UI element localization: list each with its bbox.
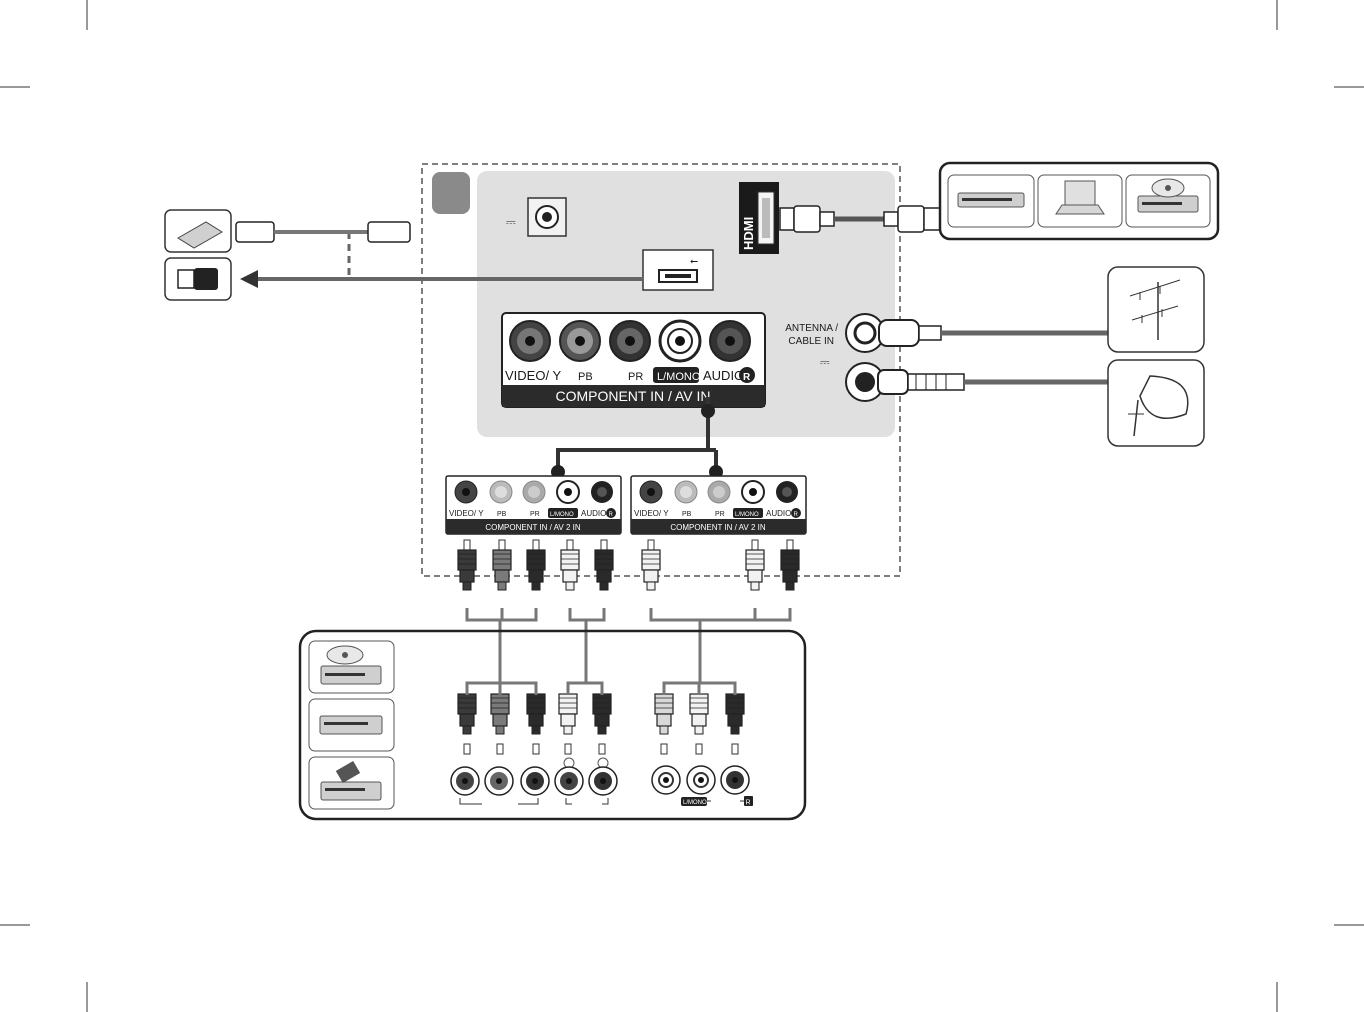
adapter-box-left: VIDEO/ Y PB PR L/MONO AUDIO R COMPONENT … [445, 475, 622, 535]
label-video-y: VIDEO/ Y [505, 368, 561, 383]
adapter-left-jacks[interactable] [454, 480, 613, 504]
rca-plug [457, 539, 477, 591]
label-r: R [743, 372, 751, 383]
source-jack-r[interactable] [720, 765, 750, 795]
source-jack-audio-r[interactable] [588, 766, 618, 796]
plug-row-top [457, 539, 800, 591]
dc-symbol-2: ⎓ [820, 355, 830, 369]
label-lmono: L/MONO [657, 371, 701, 383]
rca-plug [594, 539, 614, 591]
adapter-right-r: R [794, 512, 799, 518]
satellite-cable [877, 369, 1110, 395]
source-jack-lmono[interactable] [686, 765, 716, 795]
rca-plug [490, 693, 510, 755]
laptop-icon [1037, 174, 1123, 228]
source-lmono-label: L/MONO [683, 800, 707, 806]
usb-hard-drive-icon [164, 209, 232, 253]
component-title: COMPONENT IN / AV IN [555, 388, 710, 404]
usb-arrow [240, 270, 258, 288]
rca-plug [492, 539, 512, 591]
source-jack-audio-l[interactable] [554, 766, 584, 796]
usb-symbol: ⭠ [690, 256, 698, 267]
adapter-left-pb: PB [497, 511, 507, 518]
camcorder-icon [308, 756, 395, 810]
rca-plug [457, 693, 477, 755]
antenna-jack[interactable] [845, 313, 885, 353]
usb-cable [235, 221, 411, 243]
dc-symbol: ⎓ [506, 215, 516, 229]
adapter-left-lmono: L/MONO [550, 512, 574, 518]
component-av-input: VIDEO/ Y PB PR L/MONO AUDIO R COMPONENT … [501, 312, 766, 408]
adapter-right-pr: PR [715, 511, 725, 518]
adapter-right-audio: AUDIO [766, 509, 791, 518]
dc-power-jack[interactable]: ⎓ [506, 197, 567, 237]
adapter-left-title: COMPONENT IN / AV 2 IN [485, 523, 581, 532]
label-pb: PB [578, 371, 593, 383]
adapter-left-r: R [609, 512, 614, 518]
plug-row-bottom [457, 693, 745, 755]
label-audio: AUDIO [703, 368, 744, 383]
satellite-dish-icon [1107, 359, 1205, 447]
set-top-box-icon [947, 174, 1035, 228]
video-recorder-icon [308, 698, 395, 752]
adapter-right-lmono: L/MONO [735, 512, 759, 518]
rca-plug [592, 693, 612, 755]
rca-plug [526, 539, 546, 591]
rca-plug [745, 539, 765, 591]
source-jack-pr[interactable] [520, 766, 550, 796]
adapter-right-video-y: VIDEO/ Y [634, 509, 669, 518]
cable-wiring [465, 608, 792, 695]
label-pr: PR [628, 371, 643, 383]
usb-flash-drive-icon [164, 257, 232, 301]
source-r-label: R [746, 800, 751, 807]
hdmi-port[interactable]: HDMI [739, 182, 779, 254]
panel-marker [432, 172, 470, 214]
source-jack-video[interactable] [651, 765, 681, 795]
disc-player-icon [308, 640, 395, 694]
adapter-right-title: COMPONENT IN / AV 2 IN [670, 523, 766, 532]
adapter-right-pb: PB [682, 511, 692, 518]
usb-port[interactable]: ⭠ [642, 249, 714, 291]
hdmi-cable [779, 205, 941, 233]
source-jacks [450, 757, 750, 796]
antenna-label-2: CABLE IN [788, 336, 834, 347]
adapter-right-jacks[interactable] [639, 480, 798, 504]
antenna-cable [878, 319, 1110, 347]
disc-player-icon [1125, 174, 1211, 228]
rca-plug [780, 539, 800, 591]
source-jack-pb[interactable] [484, 766, 514, 796]
av-sources-box [298, 629, 807, 821]
source-brackets [459, 798, 609, 805]
satellite-jack[interactable] [845, 362, 885, 402]
adapter-left-video-y: VIDEO/ Y [449, 509, 484, 518]
rca-plug [689, 693, 709, 755]
source-jack-y[interactable] [450, 766, 480, 796]
rca-plug [641, 539, 661, 591]
antenna-icon [1107, 266, 1205, 353]
rca-plug [558, 693, 578, 755]
adapter-left-pr: PR [530, 511, 540, 518]
hdmi-label: HDMI [741, 217, 756, 250]
rca-plug [526, 693, 546, 755]
component-jacks[interactable] [509, 319, 751, 363]
antenna-label-1: ANTENNA / [785, 323, 838, 334]
split-node-top [701, 404, 715, 418]
rca-plug [654, 693, 674, 755]
rca-plug [560, 539, 580, 591]
adapter-box-right: VIDEO/ Y PB PR L/MONO AUDIO R COMPONENT … [630, 475, 807, 535]
adapter-left-audio: AUDIO [581, 509, 606, 518]
rca-plug [725, 693, 745, 755]
